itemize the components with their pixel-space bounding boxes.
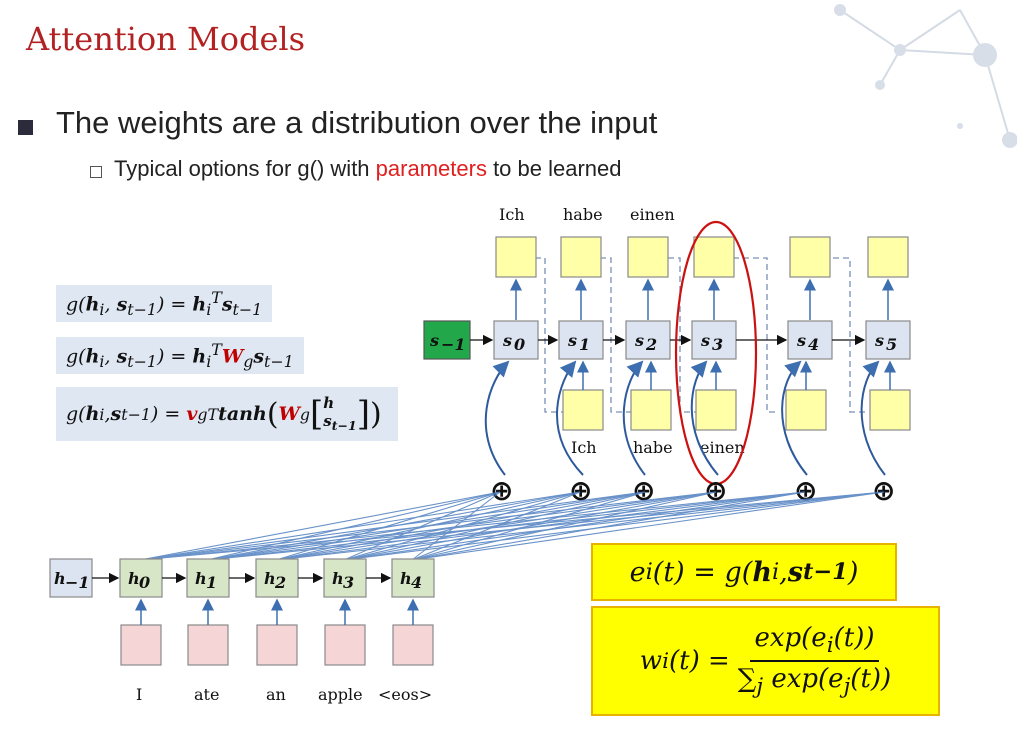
svg-text:3: 3 <box>343 573 354 592</box>
svg-text:⊕: ⊕ <box>872 474 895 507</box>
svg-text:0: 0 <box>514 335 525 354</box>
sub-bullet-text: Typical options for g() with parameters … <box>114 156 622 182</box>
svg-text:s: s <box>502 331 512 350</box>
bullet-text: The weights are a distribution over the … <box>56 105 658 140</box>
svg-text:4: 4 <box>808 335 819 354</box>
svg-text:2: 2 <box>274 573 286 592</box>
svg-text:⊕: ⊕ <box>632 474 655 507</box>
encoder-word: I <box>136 685 142 704</box>
svg-text:⊕: ⊕ <box>569 474 592 507</box>
svg-text:h: h <box>332 569 344 588</box>
svg-text:s: s <box>796 331 806 350</box>
highlight-parameters: parameters <box>375 156 487 181</box>
svg-text:h: h <box>264 569 276 588</box>
formula-bilinear: g(hi, st−1) = hiTWgst−1 <box>56 337 304 375</box>
svg-text:habe: habe <box>633 438 673 457</box>
svg-text:an: an <box>266 685 286 704</box>
svg-text:−1: −1 <box>441 335 466 354</box>
svg-text:−1: −1 <box>65 573 90 592</box>
decoder-state-label: s <box>429 331 439 350</box>
svg-text:h: h <box>128 569 140 588</box>
sub-bullet-pre: Typical options for g() with <box>114 156 376 181</box>
svg-text:s: s <box>874 331 884 350</box>
svg-text:s: s <box>567 331 577 350</box>
slide-title: Attention Models <box>26 20 306 58</box>
svg-text:s: s <box>634 331 644 350</box>
svg-text:1: 1 <box>579 335 590 354</box>
svg-text:apple: apple <box>318 685 363 704</box>
sub-bullet-box-icon <box>90 166 102 178</box>
highlight-ellipse <box>674 220 758 486</box>
svg-text:habe: habe <box>563 205 603 224</box>
svg-text:einen: einen <box>630 205 675 224</box>
encoder-state-start <box>49 558 93 598</box>
sum-node: ⊕ <box>490 474 513 507</box>
svg-text:⊕: ⊕ <box>704 474 727 507</box>
output-word: Ich <box>499 205 525 224</box>
svg-text:0: 0 <box>139 573 150 592</box>
svg-text:h: h <box>400 569 412 588</box>
svg-text:h: h <box>195 569 207 588</box>
svg-text:3: 3 <box>712 335 723 354</box>
formula-dot-product: g(hi, st−1) = hiTst−1 <box>56 285 273 323</box>
sub-bullet-post: to be learned <box>486 156 622 181</box>
svg-text:1: 1 <box>206 573 217 592</box>
svg-text:5: 5 <box>886 335 897 354</box>
encoder-state-label: h <box>54 569 66 588</box>
svg-text:4: 4 <box>411 573 422 592</box>
svg-text:ate: ate <box>194 685 219 704</box>
svg-text:einen: einen <box>700 438 745 457</box>
bullet-square-icon <box>18 120 33 135</box>
decoder-state-start <box>423 320 471 360</box>
svg-text:s: s <box>700 331 710 350</box>
svg-text:<eos>: <eos> <box>378 685 432 704</box>
input-word: Ich <box>571 438 597 457</box>
svg-text:2: 2 <box>645 335 657 354</box>
